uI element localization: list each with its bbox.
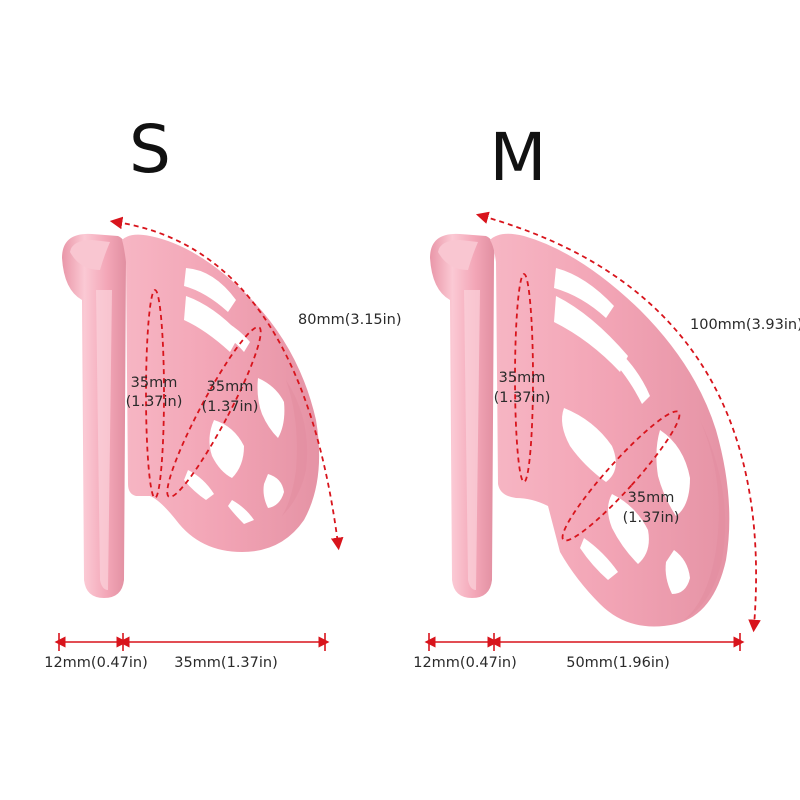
- cage-length-label-m: 50mm(1.96in): [566, 655, 670, 671]
- product-s: S 80mm(3.15in) 35mm (1.37: [44, 111, 401, 671]
- cage-diameter-in-s: (1.37in): [202, 399, 259, 415]
- base-ring-m: [430, 233, 495, 598]
- cage-body-m: [490, 233, 730, 627]
- arc-length-label-m: 100mm(3.93in): [690, 317, 800, 333]
- bottom-dimension-m: [424, 633, 745, 651]
- ring-diameter-in-m: (1.37in): [494, 390, 551, 406]
- ring-diameter-mm-s: 35mm: [131, 375, 178, 391]
- arc-length-arrow-m: [475, 211, 761, 633]
- base-ring-s: [62, 233, 127, 598]
- gap-width-label-m: 12mm(0.47in): [413, 655, 517, 671]
- cage-diameter-mm-m: 35mm: [628, 490, 675, 506]
- size-label-s: S: [129, 111, 171, 188]
- product-m: M 100mm(3.93in) 35mm (1.3: [413, 119, 800, 671]
- size-label-m: M: [490, 119, 547, 196]
- cage-length-label-s: 35mm(1.37in): [174, 655, 278, 671]
- cage-diameter-mm-s: 35mm: [207, 379, 254, 395]
- ring-diameter-mm-m: 35mm: [499, 370, 546, 386]
- gap-width-label-s: 12mm(0.47in): [44, 655, 148, 671]
- bottom-dimension-s: [54, 633, 330, 651]
- arc-length-label-s: 80mm(3.15in): [298, 312, 402, 328]
- ring-diameter-in-s: (1.37in): [126, 394, 183, 410]
- arc-length-arrow-s: [109, 216, 344, 551]
- cage-diameter-in-m: (1.37in): [623, 510, 680, 526]
